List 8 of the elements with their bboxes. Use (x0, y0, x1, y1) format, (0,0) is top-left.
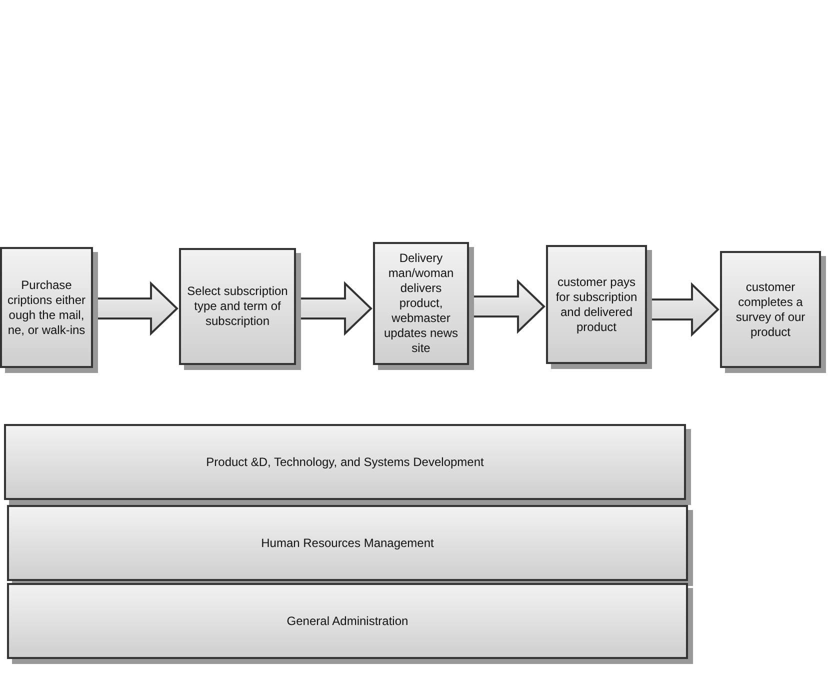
box-text: Human Resources Management (260, 536, 435, 550)
box-text: customer completes a survey of our product (734, 280, 806, 340)
box-text: customer pays for subscription and delivered product (554, 274, 638, 334)
box-text: Purchase criptions either ough the mail, ne, or walk-ins (6, 278, 87, 338)
box-text: Product &D, Technology, and Systems Development (205, 454, 485, 470)
box-text: Delivery man/woman delivers product, webmaster updates news site (382, 251, 460, 356)
box-text: General Administration (286, 614, 410, 628)
box-text: Select subscription type and term of subscription (186, 284, 289, 329)
